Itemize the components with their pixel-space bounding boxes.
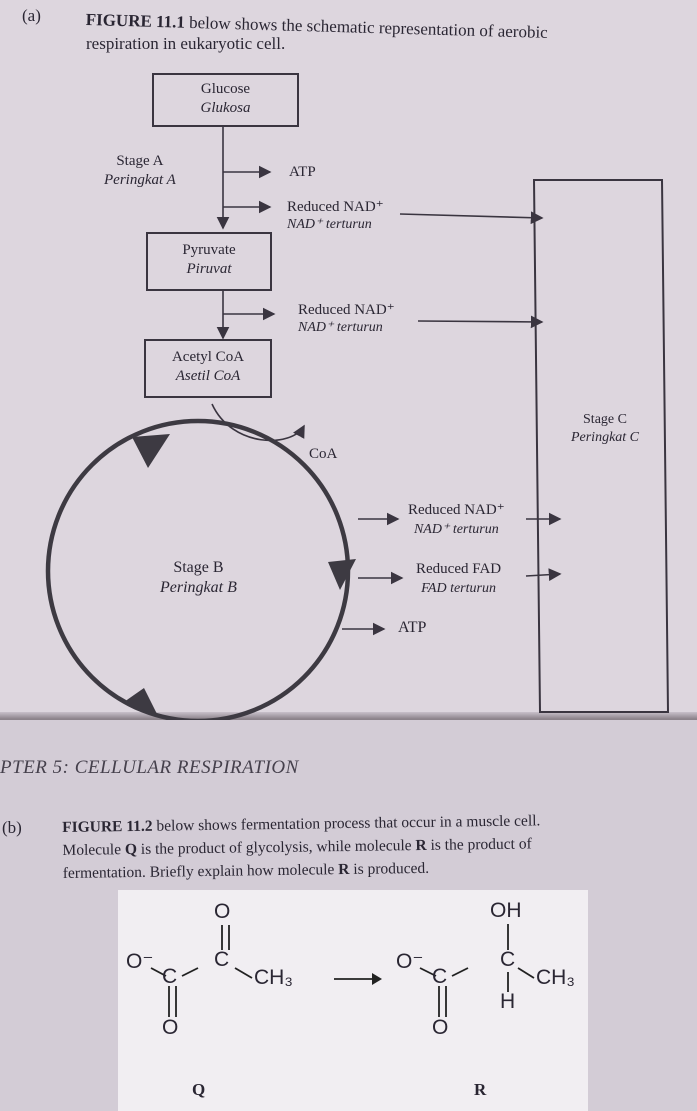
molecule-r-ref-2: R bbox=[338, 860, 350, 879]
acetyl-coa-ms: Asetil CoA bbox=[175, 368, 241, 384]
r-oh: OH bbox=[490, 899, 522, 922]
q-o-minus: O⁻ bbox=[126, 950, 154, 973]
stage-b-label: Stage B Peringkat B bbox=[160, 558, 237, 598]
nad-to-stage-c-arrow-1 bbox=[399, 211, 544, 225]
reduced-nad-1-ms: NAD⁺ terturun bbox=[287, 217, 372, 232]
cycle-arrowhead-bottom bbox=[124, 688, 158, 716]
r-carboxyl-c: C bbox=[432, 965, 448, 988]
label-q: Q bbox=[192, 1080, 206, 1099]
stage-a-ms: Peringkat A bbox=[104, 172, 176, 188]
coa-release-arrow bbox=[211, 403, 305, 442]
q-keto-o: O bbox=[214, 900, 231, 923]
r-o-minus: O⁻ bbox=[396, 950, 424, 973]
coa-label: CoA bbox=[309, 446, 338, 462]
glucose-box: Glucose Glukosa bbox=[152, 73, 299, 127]
reduced-nad-2-ms: NAD⁺ terturun bbox=[298, 320, 383, 335]
molecule-r-ref: R bbox=[415, 836, 427, 855]
part-b-line2-pre: Molecule bbox=[62, 841, 126, 859]
glucose-en: Glucose bbox=[200, 81, 251, 97]
chem-figure-panel bbox=[118, 890, 588, 1111]
part-b-line2-mid: is the product of glycolysis, while mole… bbox=[136, 837, 416, 858]
stage-c-label: Stage C Peringkat C bbox=[560, 411, 650, 447]
reduced-nad-2: Reduced NAD⁺ NAD⁺ terturun bbox=[298, 301, 395, 337]
cycle-arrowhead-top bbox=[132, 434, 170, 468]
label-r: R bbox=[474, 1080, 487, 1099]
r-carboxyl-o: O bbox=[432, 1016, 449, 1039]
fad-to-stage-c-arrow bbox=[525, 568, 562, 582]
figure-11-2-ref: FIGURE 11.2 bbox=[62, 817, 153, 836]
part-b-line3-pre: fermentation. Briefly explain how molecu… bbox=[62, 861, 339, 882]
reduced-nad-3-en: Reduced NAD⁺ bbox=[408, 502, 505, 518]
upper-page bbox=[0, 0, 697, 720]
pyruvate-en: Pyruvate bbox=[182, 242, 236, 258]
nad-to-stage-c-arrow-2 bbox=[417, 315, 544, 329]
glucose-ms: Glukosa bbox=[200, 100, 251, 116]
r-h: H bbox=[500, 990, 516, 1013]
respiration-diagram bbox=[45, 126, 670, 720]
q-ch3: CH₃ bbox=[254, 966, 293, 989]
part-b-line3-post: is produced. bbox=[349, 859, 430, 878]
stage-b-ms: Peringkat B bbox=[160, 579, 237, 596]
atp-b-label: ATP bbox=[398, 619, 427, 636]
pyruvate-box: Pyruvate Piruvat bbox=[146, 232, 272, 291]
reduced-fad-en: Reduced FAD bbox=[416, 561, 502, 577]
stage-c-en: Stage C bbox=[583, 412, 627, 427]
chapter-header: PTER 5: CELLULAR RESPIRATION bbox=[0, 757, 299, 778]
reduced-nad-3: Reduced NAD⁺ NAD⁺ terturun bbox=[408, 501, 505, 539]
reduced-fad: Reduced FAD FAD terturun bbox=[416, 560, 501, 598]
stage-c-ms: Peringkat C bbox=[570, 430, 640, 445]
part-b-label: (b) bbox=[2, 818, 22, 837]
r-central-c: C bbox=[500, 948, 516, 971]
reduced-nad-2-en: Reduced NAD⁺ bbox=[298, 302, 395, 318]
part-a-intro-line2: respiration in eukaryotic cell. bbox=[86, 34, 286, 53]
cycle-arrowhead-right bbox=[328, 559, 356, 590]
q-carboxyl-c: C bbox=[162, 965, 178, 988]
stage-c-box bbox=[532, 179, 670, 713]
atp-label: ATP bbox=[289, 164, 316, 180]
q-carboxyl-o: O bbox=[162, 1016, 179, 1039]
reduced-fad-ms: FAD terturun bbox=[421, 581, 496, 596]
part-b-line1-text: below shows fermentation process that oc… bbox=[156, 812, 541, 835]
stage-b-en: Stage B bbox=[173, 559, 224, 576]
q-keto-c: C bbox=[214, 948, 230, 971]
part-b-line2-post: is the product of bbox=[426, 835, 532, 854]
molecule-q-ref: Q bbox=[124, 840, 138, 859]
r-ch3: CH₃ bbox=[536, 966, 575, 989]
acetyl-coa-en: Acetyl CoA bbox=[171, 349, 245, 365]
part-b-question: FIGURE 11.2 below shows fermentation pro… bbox=[62, 807, 693, 885]
pyruvate-ms: Piruvat bbox=[186, 261, 232, 277]
stage-a-en: Stage A bbox=[116, 153, 164, 169]
part-a-label: (a) bbox=[22, 6, 41, 25]
stage-a-label: Stage A Peringkat A bbox=[104, 152, 176, 190]
reduced-nad-3-ms: NAD⁺ terturun bbox=[413, 522, 499, 537]
acetyl-coa-box: Acetyl CoA Asetil CoA bbox=[144, 339, 272, 398]
reduced-nad-1-en: Reduced NAD⁺ bbox=[287, 199, 384, 215]
reduced-nad-1: Reduced NAD⁺ NAD⁺ terturun bbox=[287, 198, 384, 234]
